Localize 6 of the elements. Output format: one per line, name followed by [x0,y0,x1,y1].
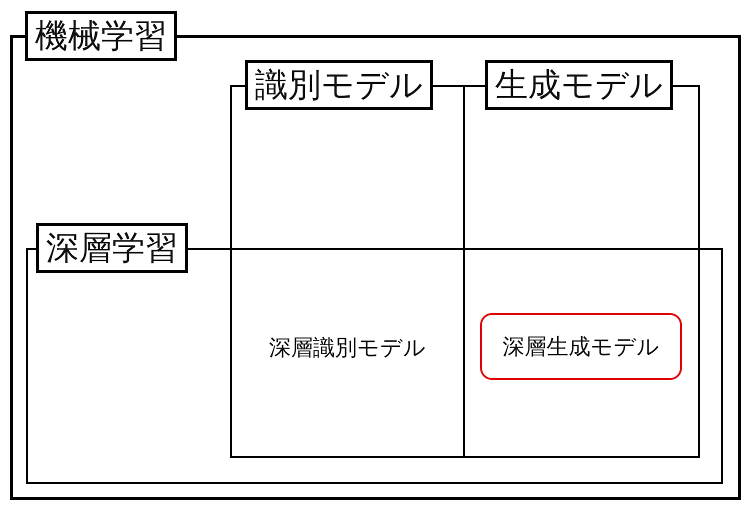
region-label: 深層識別モデル [268,335,427,363]
heading-tab: 識別モデル [245,60,433,110]
heading-tab: 深層学習 [36,223,188,273]
heading-tab: 生成モデル [485,60,673,110]
heading-tab: 機械学習 [25,11,177,61]
highlight-box: 深層生成モデル [480,313,682,380]
